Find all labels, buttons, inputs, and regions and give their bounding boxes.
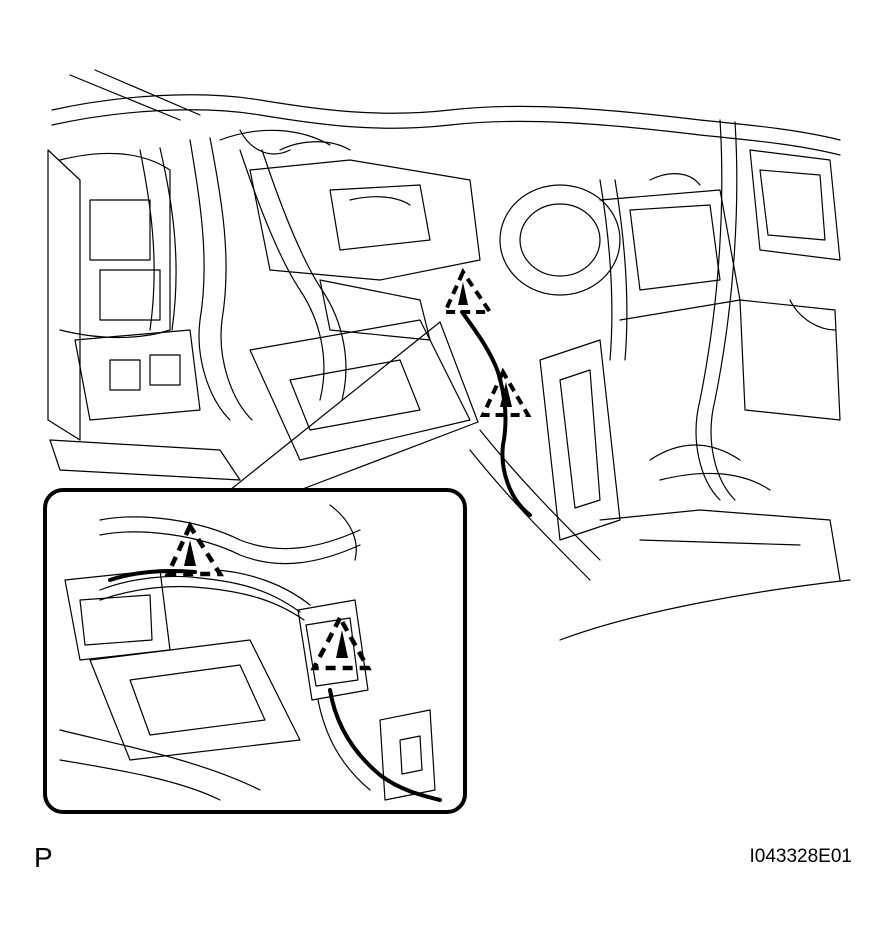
callout-marker-main-lower [479, 367, 532, 417]
callout-marker-inset-lower [310, 613, 372, 671]
detail-pointer-lines [229, 321, 479, 491]
engine-bay-sketch [47, 69, 851, 641]
detail-inset [43, 488, 467, 814]
callout-marker-inset-upper [164, 521, 225, 577]
callout-marker-main-upper [441, 267, 494, 314]
figure-code: I043328E01 [749, 846, 853, 867]
view-label: P [34, 842, 53, 873]
